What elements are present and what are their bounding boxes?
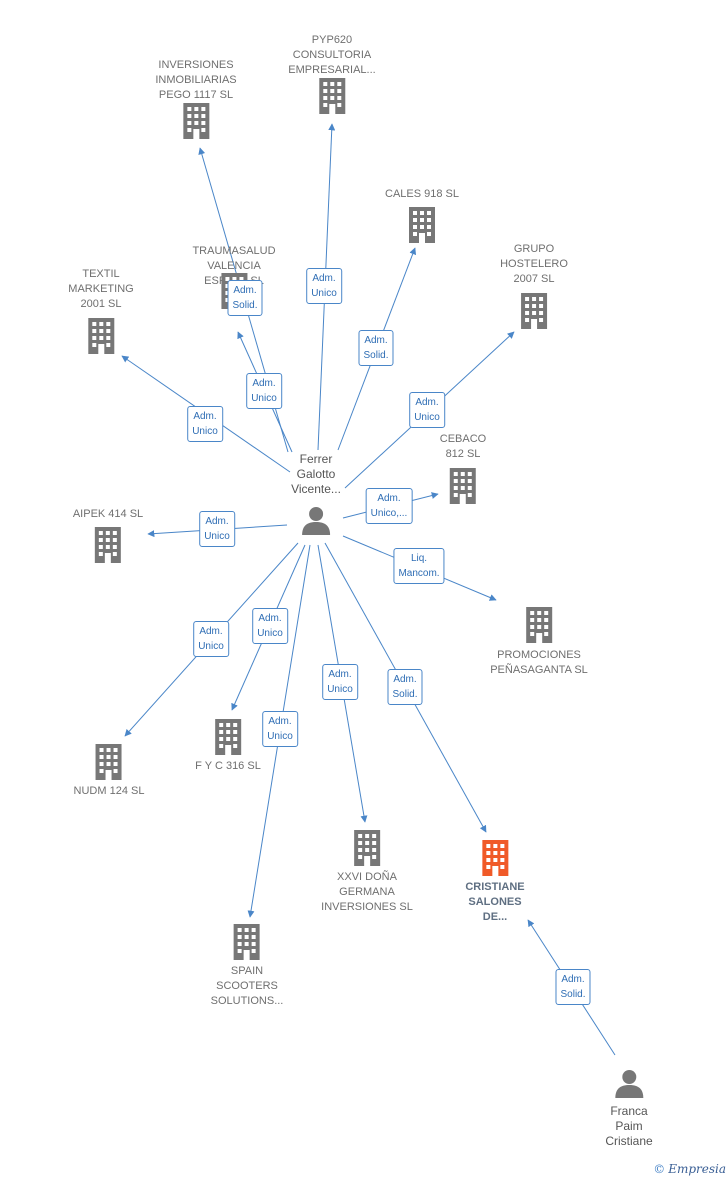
company-node-fyc[interactable]: F Y C 316 SL bbox=[195, 719, 261, 774]
edge-label-aipek[interactable]: Adm.Unico bbox=[199, 511, 235, 547]
building-icon bbox=[525, 607, 552, 643]
company-node-cales[interactable]: CALES 918 SL bbox=[385, 187, 459, 243]
edge-label-grupo[interactable]: Adm.Unico bbox=[409, 392, 445, 428]
building-icon bbox=[318, 78, 345, 114]
building-icon bbox=[450, 468, 476, 504]
edge-label-cales[interactable]: Adm.Solid. bbox=[358, 330, 394, 366]
company-node-aipek[interactable]: AIPEK 414 SL bbox=[73, 507, 143, 563]
company-label: AIPEK 414 SL bbox=[72, 508, 144, 520]
building-icon bbox=[520, 293, 547, 329]
company-label: NUDM 124 SL bbox=[73, 785, 145, 797]
person-icon bbox=[614, 1070, 643, 1098]
edge-label-pyp620[interactable]: Adm.Unico bbox=[306, 268, 342, 304]
company-label: CALES 918 SL bbox=[385, 188, 459, 200]
edge-label-pego[interactable]: Adm.Solid. bbox=[227, 280, 263, 316]
edge-label-nudm[interactable]: Adm.Unico bbox=[193, 621, 229, 657]
edge-label-spain[interactable]: Adm.Unico bbox=[262, 711, 298, 747]
building-icon bbox=[214, 719, 241, 755]
edge-label-trauma[interactable]: Adm.Unico bbox=[246, 373, 282, 409]
brand-logo[interactable]: ©Empresia bbox=[653, 1162, 726, 1176]
building-icon bbox=[182, 103, 209, 139]
edge-label-cebaco[interactable]: Adm.Unico,... bbox=[365, 488, 413, 524]
edge-label-franca[interactable]: Adm.Solid. bbox=[555, 969, 591, 1005]
building-icon bbox=[88, 318, 114, 354]
building-icon bbox=[94, 527, 121, 563]
edge-label-fyc[interactable]: Adm.Unico bbox=[252, 608, 288, 644]
person-icon bbox=[302, 507, 330, 535]
edge-label-xxvi[interactable]: Adm.Unico bbox=[322, 664, 358, 700]
company-label: F Y C 316 SL bbox=[195, 760, 261, 772]
building-icon bbox=[353, 830, 380, 866]
edge-label-promociones[interactable]: Liq.Mancom. bbox=[393, 548, 445, 584]
company-node-nudm[interactable]: NUDM 124 SL bbox=[73, 744, 145, 799]
building-icon bbox=[409, 207, 435, 243]
edge-label-cristiane[interactable]: Adm.Solid. bbox=[387, 669, 423, 705]
building-icon-highlight bbox=[482, 840, 508, 876]
building-icon bbox=[234, 924, 260, 960]
building-icon bbox=[95, 744, 122, 780]
edge-label-textil[interactable]: Adm.Unico bbox=[187, 406, 223, 442]
